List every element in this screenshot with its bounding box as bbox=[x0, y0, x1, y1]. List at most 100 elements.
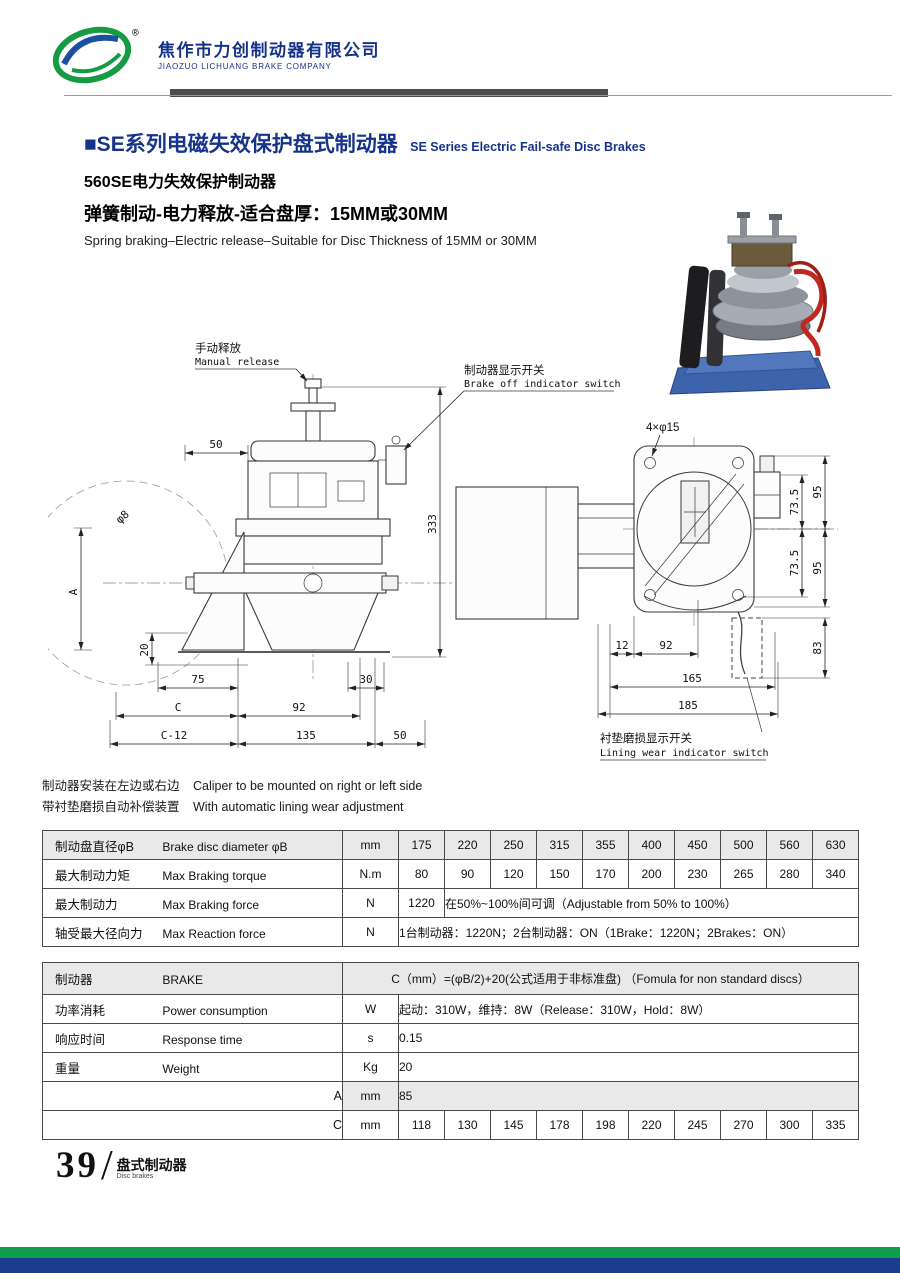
page-number: 39 bbox=[56, 1145, 99, 1186]
t1-row3-label-en: Max Braking force bbox=[162, 897, 260, 912]
t1-row3-unit: N bbox=[342, 888, 399, 918]
t1-cell: 355 bbox=[582, 830, 629, 860]
lining-wear-callout-en: Lining wear indicator switch bbox=[600, 748, 769, 759]
company-name-cn: 焦作市力创制动器有限公司 bbox=[158, 40, 380, 60]
model-title: 560SE电力失效保护制动器 bbox=[84, 174, 277, 191]
t2-header-cn: 制动器 bbox=[55, 973, 93, 987]
dimension-label: 135 bbox=[296, 729, 316, 742]
t1-row1-label: 制动盘直径φB Brake disc diameter φB bbox=[42, 830, 343, 860]
t2-cell: 145 bbox=[490, 1110, 537, 1140]
t1-row3-label: 最大制动力 Max Braking force bbox=[42, 888, 343, 918]
t1-cell: 315 bbox=[536, 830, 583, 860]
t2-rowC-label: C bbox=[42, 1110, 343, 1140]
series-title-en: SE Series Electric Fail-safe Disc Brakes bbox=[410, 140, 646, 154]
spec-table-diameters: 制动盘直径φB Brake disc diameter φB mm 175 22… bbox=[42, 830, 859, 947]
dimension-label: 30 bbox=[359, 673, 372, 686]
flange-hole bbox=[732, 589, 744, 601]
t1-cell: 150 bbox=[536, 859, 583, 889]
t2-row3-value: 20 bbox=[397, 1052, 860, 1082]
spec-line-en: Spring braking–Electric release–Suitable… bbox=[84, 233, 537, 248]
header-divider-line bbox=[64, 95, 892, 96]
t2-cell: 198 bbox=[582, 1110, 629, 1140]
t1-cell: 175 bbox=[398, 830, 445, 860]
brake-switch-callout-en: Brake off indicator switch bbox=[464, 379, 621, 390]
t1-cell: 340 bbox=[812, 859, 859, 889]
t2-cell: 270 bbox=[720, 1110, 767, 1140]
dimension-label: 50 bbox=[393, 729, 406, 742]
photo-brake-pad bbox=[679, 265, 709, 369]
page-header: ® 焦作市力创制动器有限公司 JIAOZUO LICHUANG BRAKE CO… bbox=[48, 24, 380, 86]
company-name-block: 焦作市力创制动器有限公司 JIAOZUO LICHUANG BRAKE COMP… bbox=[158, 40, 380, 71]
t1-cell: 230 bbox=[674, 859, 721, 889]
company-name-en: JIAOZUO LICHUANG BRAKE COMPANY bbox=[158, 61, 332, 71]
t1-row2-label-en: Max Braking torque bbox=[162, 868, 267, 883]
t1-cell: 250 bbox=[490, 830, 537, 860]
t1-cell: 265 bbox=[720, 859, 767, 889]
t2-header-label: 制动器 BRAKE bbox=[42, 962, 343, 995]
front-view-dimensions: 4×φ15 73.5 73.5 95 95 83 bbox=[597, 422, 830, 761]
t1-cell: 400 bbox=[628, 830, 675, 860]
t1-row1-label-en: Brake disc diameter φB bbox=[162, 839, 288, 854]
dimension-label: 20 bbox=[138, 643, 151, 656]
t2-cell: 178 bbox=[536, 1110, 583, 1140]
dimension-label: 333 bbox=[426, 514, 439, 534]
t2-row1-label-en: Power consumption bbox=[162, 1003, 268, 1018]
t1-cell: 1220 bbox=[398, 888, 445, 918]
company-logo: ® bbox=[52, 26, 139, 84]
t1-cell: 80 bbox=[398, 859, 445, 889]
t1-cell: 500 bbox=[720, 830, 767, 860]
footer-slash: / bbox=[101, 1143, 113, 1189]
t2-row3-unit: Kg bbox=[342, 1052, 399, 1082]
t1-cell: 120 bbox=[490, 859, 537, 889]
footer-section: 盘式制动器 Disc brakes bbox=[117, 1158, 187, 1181]
registered-mark-icon: ® bbox=[132, 26, 139, 39]
t1-row4-label-en: Max Reaction force bbox=[162, 926, 266, 941]
t2-formula: C（mm）=(φB/2)+20(公式适用于非标准盘) （Fomula for n… bbox=[341, 962, 860, 995]
dimension-label: C bbox=[175, 701, 182, 714]
t2-row2-label: 响应时间 Response time bbox=[42, 1023, 343, 1053]
t1-cell: 90 bbox=[444, 859, 491, 889]
spec-table-brake: 制动器 BRAKE C（mm）=(φB/2)+20(公式适用于非标准盘) （Fo… bbox=[42, 962, 860, 1140]
t2-header-en: BRAKE bbox=[162, 973, 204, 987]
t2-cell: 335 bbox=[811, 1110, 860, 1140]
t2-row1-value: 起动：310W，维持：8W（Release：310W，Hold：8W） bbox=[397, 994, 860, 1024]
footer-blue-bar bbox=[0, 1258, 900, 1273]
t1-row2-unit: N.m bbox=[342, 859, 399, 889]
disc-edge bbox=[455, 486, 579, 620]
note-1-en: Caliper to be mounted on right or left s… bbox=[193, 779, 423, 793]
dimension-label: 83 bbox=[811, 641, 824, 654]
caliper-arm bbox=[193, 572, 387, 594]
t2-row2-value: 0.15 bbox=[397, 1023, 860, 1053]
note-line-2: 带衬垫磨损自动补偿装置 With automatic lining wear a… bbox=[42, 797, 422, 818]
manual-release-handle bbox=[290, 402, 336, 412]
t2-row1-unit: W bbox=[342, 994, 399, 1024]
note-2-en: With automatic lining wear adjustment bbox=[193, 800, 404, 814]
dimension-label: A bbox=[67, 588, 80, 595]
t1-row4-note: 1台制动器：1220N；2台制动器：ON（1Brake：1220N；2Brake… bbox=[398, 917, 859, 947]
t1-row2-label: 最大制动力矩 Max Braking torque bbox=[42, 859, 343, 889]
photo-red-cable bbox=[793, 269, 825, 357]
dimension-label: 95 bbox=[811, 561, 824, 574]
t2-rowA-label: A bbox=[42, 1081, 343, 1111]
note-line-1: 制动器安装在左边或右边 Caliper to be mounted on rig… bbox=[42, 776, 422, 797]
page-footer: 39 / 盘式制动器 Disc brakes bbox=[56, 1143, 187, 1189]
t1-row4-label: 轴受最大径向力 Max Reaction force bbox=[42, 917, 343, 947]
side-view bbox=[48, 374, 453, 686]
note-1-cn: 制动器安装在左边或右边 bbox=[42, 779, 180, 793]
t1-cell: 630 bbox=[812, 830, 859, 860]
dimension-label: 92 bbox=[292, 701, 305, 714]
indicator-switch bbox=[385, 445, 407, 485]
t2-row1-label-cn: 功率消耗 bbox=[55, 1003, 106, 1018]
t2-rowA-value: 85 bbox=[397, 1081, 860, 1111]
t1-row3-note: 在50%~100%间可调（Adjustable from 50% to 100%… bbox=[444, 888, 859, 918]
dimension-label: 95 bbox=[811, 485, 824, 498]
technical-drawing: 50 φ8 333 A 20 75 30 C bbox=[48, 341, 838, 761]
t2-cell: 130 bbox=[444, 1110, 491, 1140]
dimension-label: 185 bbox=[678, 699, 698, 712]
t2-row3-label-cn: 重量 bbox=[55, 1061, 81, 1076]
t1-cell: 280 bbox=[766, 859, 813, 889]
t2-rowC-unit: mm bbox=[342, 1110, 399, 1140]
t2-row3-label-en: Weight bbox=[162, 1061, 200, 1076]
t1-cell: 560 bbox=[766, 830, 813, 860]
